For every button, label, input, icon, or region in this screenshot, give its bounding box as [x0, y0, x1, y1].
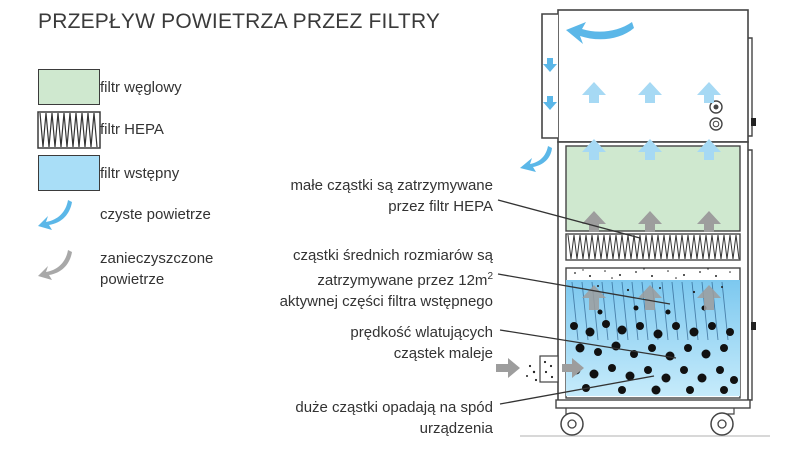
hepa-pleats: [567, 234, 740, 260]
annotation-speed: prędkość wlatujących cząstek maleje: [350, 322, 493, 364]
annotation-medium-sup: 2: [487, 271, 493, 282]
clean-air-up-arrows-carbon: [582, 139, 721, 160]
wheel-left: [560, 408, 584, 436]
annotation-small-particles: małe cząstki są zatrzymywane przez filtr…: [290, 175, 493, 217]
polluted-air-up-arrows-prefilter: [582, 285, 721, 310]
outlet-hood: [541, 13, 558, 139]
legend-swatch-prefilter: [38, 155, 100, 191]
legend-label-polluted-line2: powietrze: [100, 271, 165, 288]
legend-label-polluted-air: zanieczyszczone powietrze: [100, 248, 213, 290]
outlet-down-arrows: [543, 58, 557, 110]
outlet-arrow: [566, 22, 634, 44]
control-knobs: [709, 100, 723, 131]
legend-swatch-hepa: [37, 111, 101, 149]
fine-particles: [574, 268, 731, 294]
device-base: [555, 399, 751, 409]
annotation-medium-line1: cząstki średnich rozmiarów są: [292, 247, 493, 264]
annotation-large-particles: duże cząstki opadają na spód urządzenia: [295, 397, 493, 439]
inlet-grille: [526, 355, 559, 383]
legend-swatch-carbon: [38, 69, 100, 105]
clean-air-up-arrows-top: [582, 82, 721, 103]
polluted-air-icon: [38, 250, 72, 280]
legend-label-clean-air: czyste powietrze: [100, 206, 211, 223]
annotation-large-line1: duże cząstki opadają na spód: [295, 399, 493, 416]
wheel-right: [710, 408, 735, 436]
page-title: PRZEPŁYW POWIETRZA PRZEZ FILTRY: [38, 10, 441, 33]
top-housing: [557, 9, 749, 143]
annotation-medium-line3: aktywnej części filtra wstępnego: [279, 293, 493, 310]
legend-label-polluted-line1: zanieczyszczone: [100, 250, 214, 267]
leader-lines: [497, 199, 677, 405]
polluted-air-up-arrows-hepa: [582, 211, 721, 232]
annotation-small-line2: przez filtr HEPA: [388, 198, 493, 215]
clean-air-icon: [38, 200, 72, 230]
annotation-medium-line2: zatrzymywane przez 12m: [317, 272, 488, 289]
annotation-large-line2: urządzenia: [419, 420, 493, 437]
annotation-small-line1: małe cząstki są zatrzymywane: [290, 177, 493, 194]
legend-label-carbon: filtr węglowy: [100, 79, 182, 96]
polluted-air-inlet-arrows: [496, 358, 584, 378]
legend-label-hepa: filtr HEPA: [100, 121, 164, 138]
clean-air-exit-arrow: [520, 146, 552, 172]
annotation-speed-line2: cząstek maleje: [393, 345, 493, 362]
annotation-medium-particles: cząstki średnich rozmiarów są zatrzymywa…: [280, 245, 493, 312]
annotation-speed-line1: prędkość wlatujących: [350, 324, 493, 341]
legend-label-prefilter: filtr wstępny: [100, 165, 180, 182]
